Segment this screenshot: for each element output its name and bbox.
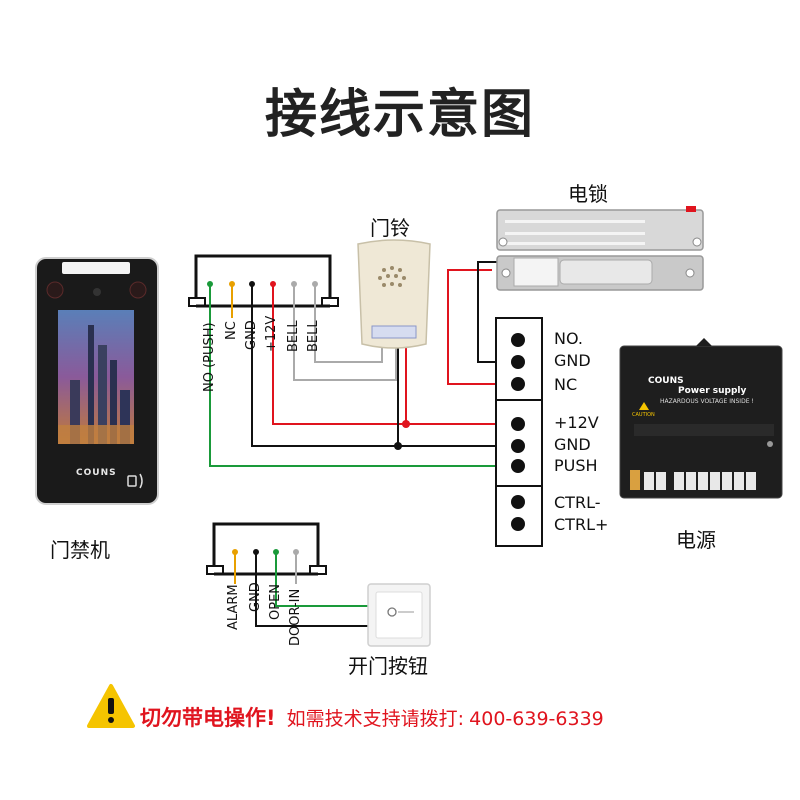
device-sensor-right — [129, 281, 147, 299]
terminal-label: NO. — [554, 329, 583, 348]
terminal-label: PUSH — [554, 456, 598, 475]
door-pin-label: OPEN — [268, 583, 283, 620]
hazard-icon — [639, 402, 649, 410]
device-label: 门禁机 — [50, 538, 110, 562]
terminal-label: GND — [554, 351, 591, 370]
terminal-label: CTRL- — [554, 493, 601, 512]
button-label: 开门按钮 — [348, 654, 428, 678]
warning-main: 切勿带电操作! — [140, 706, 276, 730]
terminal-label: GND — [554, 435, 591, 454]
door-connector — [206, 522, 327, 576]
pin-label: BELL — [306, 320, 321, 352]
terminal-block — [495, 317, 543, 547]
power-brand: COUNS — [648, 376, 684, 386]
door-pin-label: ALARM — [226, 584, 241, 630]
pin-label: BELL — [286, 320, 301, 352]
warning-phone: 400-639-6339 — [469, 708, 604, 730]
power-caution: CAUTION — [632, 412, 655, 418]
power-title: Power supply — [678, 386, 747, 396]
power-label: 电源 — [676, 528, 716, 552]
device-connector — [188, 254, 339, 308]
camera-icon — [93, 288, 101, 296]
bell-label: 门铃 — [370, 216, 410, 240]
wires — [209, 261, 497, 627]
page-title: 接线示意图 — [264, 85, 535, 145]
lock-label: 电锁 — [568, 182, 608, 206]
nfc-icon — [127, 473, 143, 489]
door-pin-label: GND — [248, 582, 263, 612]
warning-line: 切勿带电操作! 如需技术支持请拨打: 400-639-6339 — [140, 702, 604, 732]
pin-label: +12V — [264, 315, 279, 352]
power-supply — [619, 338, 783, 499]
door-button — [367, 583, 431, 647]
device-top-strip — [62, 262, 130, 274]
pin-label: GND — [244, 320, 259, 350]
warning-icon — [87, 684, 135, 728]
device-brand: COUNS — [76, 468, 117, 478]
pin-dots — [207, 281, 318, 555]
electric-lock — [496, 206, 704, 291]
terminal-label: +12V — [554, 413, 599, 432]
pin-label: NO (PUSH) — [202, 322, 217, 392]
access-device — [35, 257, 159, 505]
warning-sub: 如需技术支持请拨打: — [286, 708, 465, 730]
speaker-grille-icon — [378, 266, 406, 287]
door-pin-label: DOOR-IN — [288, 588, 303, 646]
device-sensor-left — [46, 281, 64, 299]
led-icon — [767, 441, 773, 447]
doorbell — [357, 239, 431, 349]
terminal-label: CTRL+ — [554, 515, 609, 534]
pin-label: NC — [224, 321, 239, 340]
terminal-label: NC — [554, 375, 578, 394]
power-warning: HAZARDOUS VOLTAGE INSIDE ! — [660, 398, 754, 405]
